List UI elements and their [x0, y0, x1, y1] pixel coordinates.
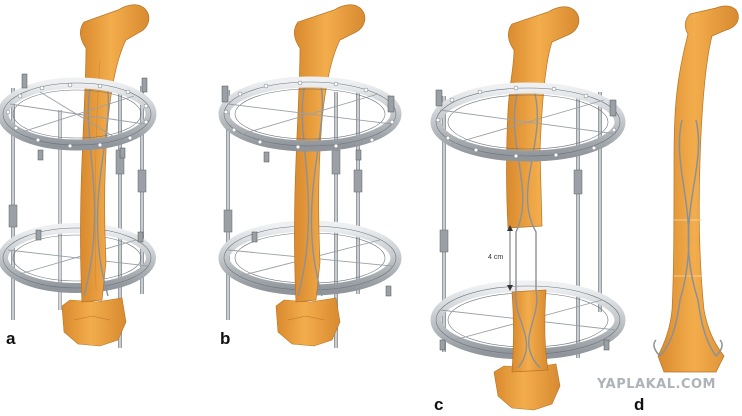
femur-shaft	[657, 5, 739, 373]
panel-b-illustration	[218, 4, 402, 348]
elastic-nails	[83, 79, 110, 297]
panel-label-c: c	[434, 395, 444, 414]
threaded-rod	[439, 92, 602, 358]
panel-label-d: d	[634, 395, 645, 414]
distraction-arrow	[507, 225, 513, 291]
panel-d-illustration	[653, 5, 739, 373]
elastic-nails	[653, 119, 723, 357]
elastic-nails	[297, 79, 324, 297]
elastic-nails	[513, 89, 541, 369]
threaded-rod	[223, 90, 363, 348]
ring-bottom	[0, 223, 156, 293]
ring-bolt	[21, 73, 148, 243]
ring-bolt	[221, 85, 395, 297]
panel-label-b: b	[220, 329, 231, 348]
watermark-text: YAPLAKAL.COM	[597, 377, 716, 392]
ring-bolt	[435, 89, 617, 351]
ring-top	[0, 77, 157, 151]
femur-shaft	[506, 6, 580, 229]
ring-top	[430, 82, 626, 162]
panel-a-illustration	[0, 4, 157, 348]
bone-condyle	[275, 297, 341, 347]
distraction-gap-label: 4 cm	[488, 254, 504, 261]
panel-c-illustration	[430, 6, 626, 411]
threaded-rod	[8, 86, 147, 348]
panel-label-a: a	[6, 329, 16, 348]
bone-condyle	[61, 297, 127, 347]
